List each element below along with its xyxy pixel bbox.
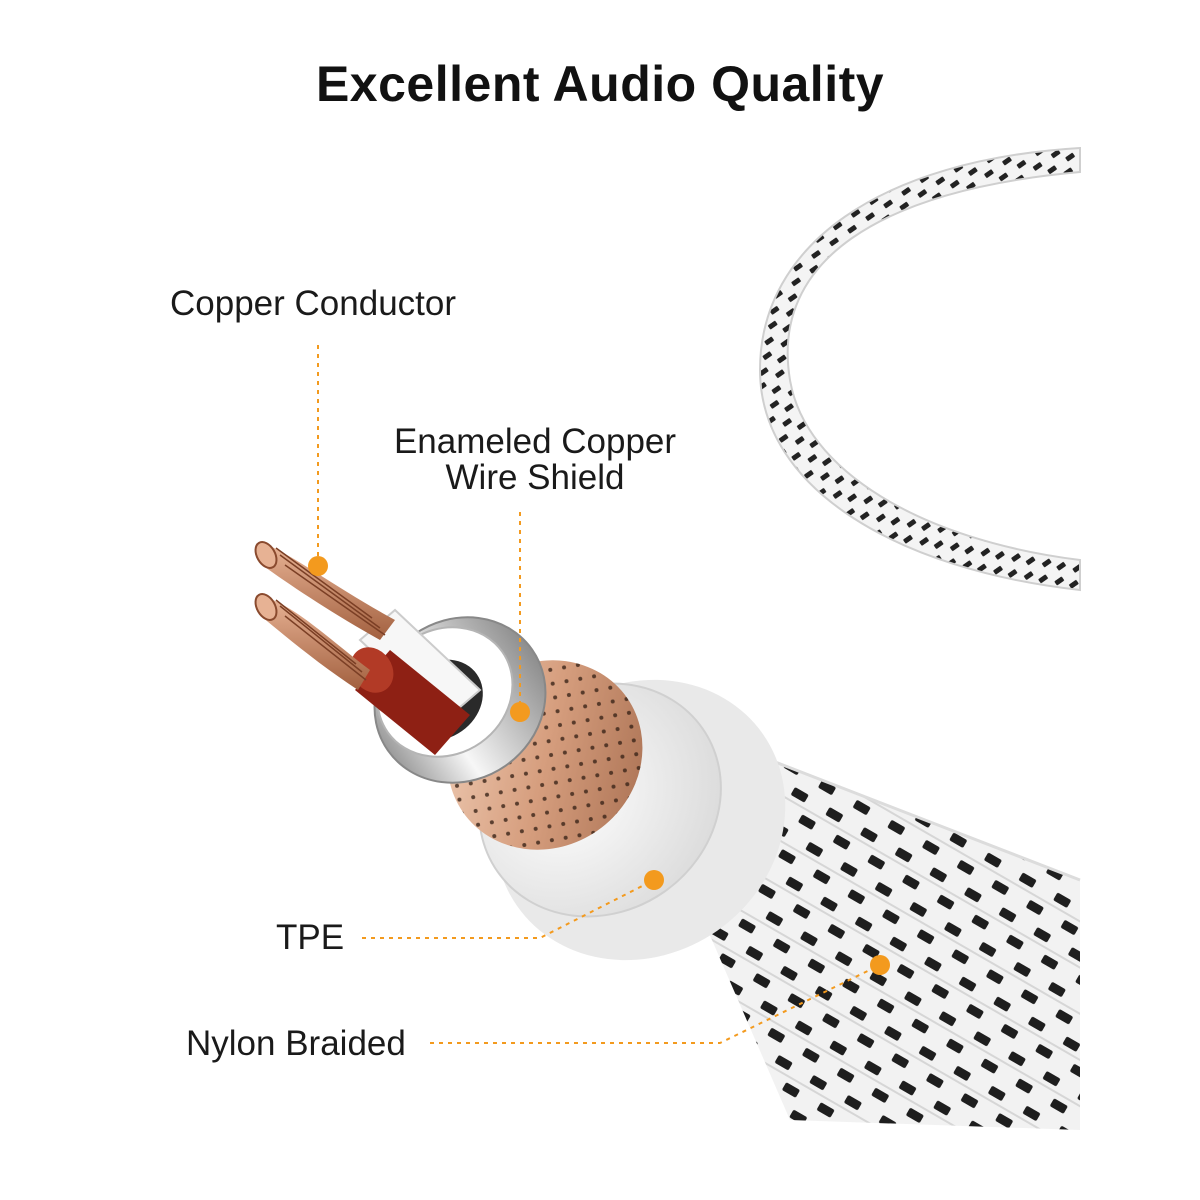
page-title: Excellent Audio Quality — [315, 56, 885, 112]
copper-strand-top — [254, 541, 395, 640]
nylon-braided-label: Nylon Braided — [186, 1024, 406, 1063]
tpe-leader — [362, 879, 655, 939]
curved-braided-cable — [758, 146, 1081, 592]
shield-marker — [510, 702, 530, 722]
copper-conductor-marker — [308, 556, 328, 576]
enameled-label-line-2: Wire Shield — [445, 458, 625, 497]
copper-conductor-label: Copper Conductor — [170, 284, 456, 323]
tpe-marker — [644, 870, 664, 890]
copper-strand-bottom — [254, 593, 370, 690]
leader-lines — [317, 345, 881, 1044]
nylon-leader — [430, 964, 881, 1044]
enameled-label-line-1: Enameled Copper — [393, 422, 677, 461]
tpe-label: TPE — [276, 918, 345, 957]
enameled-copper-wire-shield-label: Enameled Copper Wire Shield — [388, 424, 682, 496]
nylon-marker — [870, 955, 890, 975]
marker-dots — [308, 556, 890, 975]
